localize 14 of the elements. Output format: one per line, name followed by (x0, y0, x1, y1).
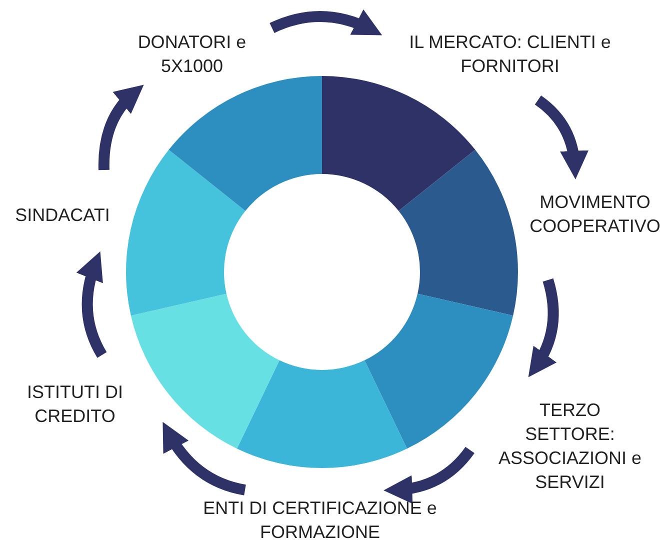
node-label: MOVIMENTO COOPERATIVO (520, 190, 670, 238)
node-label: IL MERCATO: CLIENTI e FORNITORI (405, 30, 615, 78)
curved-arrow (98, 84, 144, 170)
node-label: TERZO SETTORE: ASSOCIAZIONI e SERVIZI (495, 398, 645, 494)
curved-arrow (162, 422, 246, 496)
node-label: DONATORI e 5X1000 (132, 30, 252, 78)
curved-arrow (528, 278, 559, 378)
curved-arrow (270, 10, 382, 36)
node-label: ENTI DI CERTIFICAZIONE e FORMAZIONE (195, 496, 445, 544)
curved-arrow (76, 251, 107, 358)
curved-arrow (534, 96, 588, 180)
node-label: SINDACATI (0, 203, 125, 227)
curved-arrow (384, 446, 474, 504)
node-label: ISTITUTI DI CREDITO (20, 380, 130, 428)
